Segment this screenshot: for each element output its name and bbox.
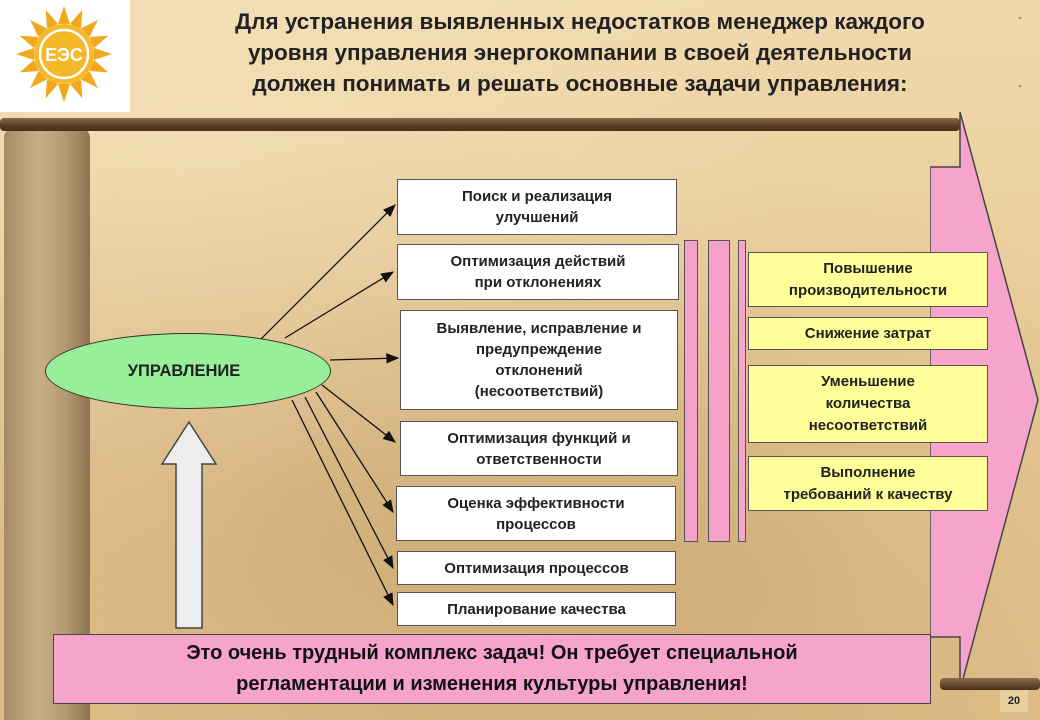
task-line: Планирование качества [447,600,626,618]
task-line: Поиск и реализация [462,188,612,205]
task-line: предупреждение [475,341,603,358]
result-line: требований к качеству [783,485,953,503]
task-box: Оптимизация действий при отклонениях [397,244,679,300]
result-line: количества [825,395,911,412]
task-line: Выявление, исправление и [436,320,642,337]
task-line: Оптимизация функций и [447,429,631,447]
title-line: Для устранения выявленных недостатков ме… [235,9,925,34]
result-line: несоответствий [808,417,928,434]
task-line: улучшений [495,209,579,226]
result-line: производительности [788,281,948,299]
page-title: Для устранения выявленных недостатков ме… [150,6,1010,99]
task-line: при отклонениях [474,274,602,291]
page-number: 20 [1000,690,1028,712]
footer-line: Это очень трудный комплекс задач! Он тре… [186,642,798,664]
result-box: Уменьшение количества несоответствий [748,365,988,443]
vertical-bar [708,240,730,542]
result-line: Уменьшение [821,373,915,390]
dash-mark: - [1018,78,1022,92]
task-line: (несоответствий) [474,383,604,400]
logo: ЕЭС [0,0,130,112]
up-arrow [160,420,218,629]
management-node: УПРАВЛЕНИЕ [45,333,331,409]
task-box: Оценка эффективности процессов [396,486,676,541]
title-line: уровня управления энергокомпании в своей… [248,40,912,65]
wooden-pillar [4,128,90,720]
title-line: должен понимать и решать основные задачи… [252,71,908,96]
task-box: Поиск и реализация улучшений [397,179,677,235]
svg-text:ЕЭС: ЕЭС [45,45,83,65]
sun-logo-icon: ЕЭС [16,6,112,102]
task-box: Планирование качества [397,592,676,626]
result-box: Снижение затрат [748,317,988,350]
task-box: Оптимизация процессов [397,551,676,585]
vertical-bar [684,240,698,542]
result-line: Выполнение [820,463,916,481]
task-line: процессов [496,515,576,533]
result-line: Снижение затрат [804,324,932,342]
task-line: Оценка эффективности [447,494,625,512]
bottom-beam [940,678,1040,690]
top-beam [0,118,960,131]
footer-note: Это очень трудный комплекс задач! Он тре… [53,634,931,704]
task-line: отклонений [495,362,583,379]
task-box: Выявление, исправление и предупреждение … [400,310,678,410]
task-line: Оптимизация процессов [444,559,629,577]
result-line: Повышение [823,259,913,277]
result-box: Повышение производительности [748,252,988,307]
dash-mark: - [1018,10,1022,24]
footer-line: регламентации и изменения культуры управ… [236,673,748,695]
task-line: Оптимизация действий [450,253,626,270]
task-line: ответственности [476,450,602,468]
vertical-bar [738,240,746,542]
task-box: Оптимизация функций и ответственности [400,421,678,476]
result-box: Выполнение требований к качеству [748,456,988,511]
